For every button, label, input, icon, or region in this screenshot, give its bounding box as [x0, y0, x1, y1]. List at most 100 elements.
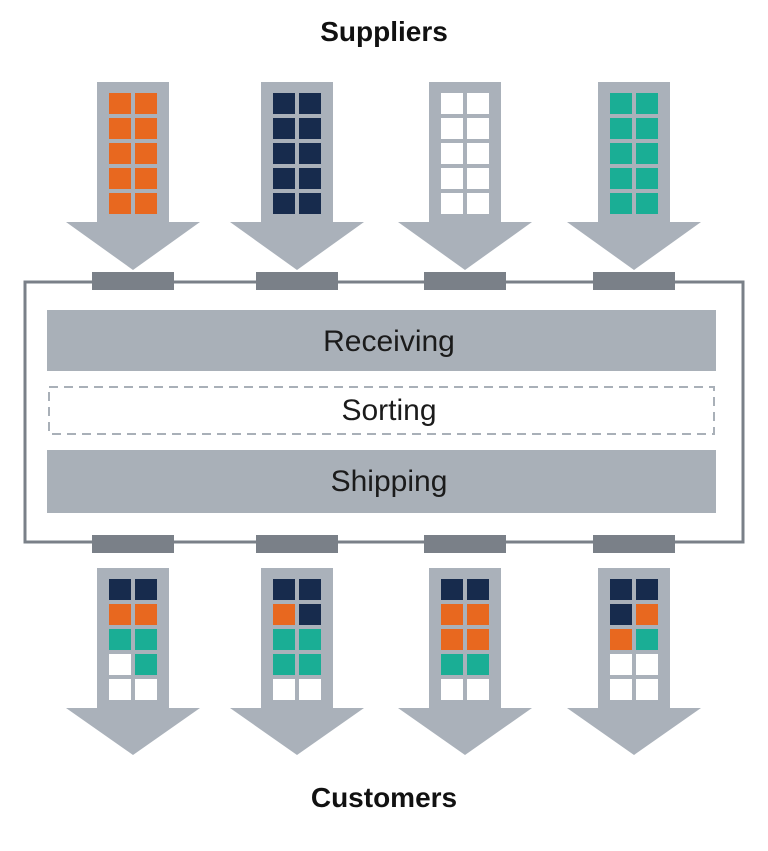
arrow-shape [66, 568, 200, 755]
crate-navy [610, 604, 632, 625]
crate-navy [109, 579, 131, 600]
crate-navy [273, 93, 295, 114]
crate-white [109, 654, 131, 675]
crate-orange [467, 604, 489, 625]
crate-white [467, 143, 489, 164]
crate-white [299, 679, 321, 700]
stage-receiving: Receiving [47, 310, 716, 371]
crate-white [135, 679, 157, 700]
crate-teal [636, 118, 658, 139]
crate-teal [636, 143, 658, 164]
crate-white [273, 679, 295, 700]
crate-orange [610, 629, 632, 650]
crate-teal [610, 143, 632, 164]
crate-orange [135, 143, 157, 164]
crate-white [610, 679, 632, 700]
crate-white [467, 193, 489, 214]
crate-teal [636, 193, 658, 214]
crate-teal [610, 193, 632, 214]
stage-shipping-label: Shipping [331, 465, 448, 498]
inbound-dock [424, 272, 506, 290]
crate-navy [299, 579, 321, 600]
crate-navy [299, 143, 321, 164]
inbound-dock [593, 272, 675, 290]
crate-teal [299, 654, 321, 675]
arrow-customer-1 [66, 568, 200, 755]
crate-white [610, 654, 632, 675]
arrow-supplier-teal [567, 82, 701, 270]
warehouse-frame [23, 280, 745, 544]
crate-orange [441, 629, 463, 650]
crate-teal [135, 629, 157, 650]
crate-teal [636, 93, 658, 114]
arrow-supplier-navy [230, 82, 364, 270]
crate-navy [273, 579, 295, 600]
crate-white [467, 93, 489, 114]
crate-orange [441, 604, 463, 625]
crate-orange [135, 168, 157, 189]
customers-label: Customers [310, 782, 458, 813]
crate-orange [135, 118, 157, 139]
arrow-shape [230, 82, 364, 270]
crate-teal [273, 629, 295, 650]
crate-white [441, 168, 463, 189]
crate-white [636, 654, 658, 675]
crate-navy [299, 118, 321, 139]
arrow-shape [398, 82, 532, 270]
crate-orange [135, 93, 157, 114]
inbound-dock [92, 272, 174, 290]
docks [92, 272, 675, 553]
crate-navy [273, 143, 295, 164]
crate-white [441, 143, 463, 164]
arrow-customer-3 [398, 568, 532, 755]
crate-navy [299, 93, 321, 114]
crate-navy [610, 579, 632, 600]
arrow-shape [230, 568, 364, 755]
arrow-shape [567, 568, 701, 755]
arrow-supplier-white [398, 82, 532, 270]
crate-teal [273, 654, 295, 675]
crate-teal [636, 629, 658, 650]
crate-white [441, 193, 463, 214]
crate-teal [135, 654, 157, 675]
arrow-shape [66, 82, 200, 270]
crate-white [467, 679, 489, 700]
crate-white [636, 679, 658, 700]
stage-sorting: Sorting [48, 386, 715, 435]
crate-navy [299, 604, 321, 625]
crate-white [441, 118, 463, 139]
outbound-dock [593, 535, 675, 553]
outbound-dock [424, 535, 506, 553]
arrow-customer-4 [567, 568, 701, 755]
crate-white [467, 118, 489, 139]
crate-navy [636, 579, 658, 600]
crate-navy [299, 168, 321, 189]
crate-orange [109, 118, 131, 139]
outbound-dock [92, 535, 174, 553]
crate-navy [273, 168, 295, 189]
crate-teal [299, 629, 321, 650]
crate-orange [109, 93, 131, 114]
arrow-supplier-orange [66, 82, 200, 270]
crate-teal [610, 93, 632, 114]
crate-white [441, 93, 463, 114]
crate-teal [636, 168, 658, 189]
crate-navy [467, 579, 489, 600]
crate-white [441, 679, 463, 700]
crate-orange [109, 604, 131, 625]
stage-sorting-label: Sorting [341, 394, 436, 427]
crate-white [109, 679, 131, 700]
crate-orange [109, 193, 131, 214]
crate-orange [135, 193, 157, 214]
inbound-arrows [66, 82, 701, 270]
crate-orange [636, 604, 658, 625]
crate-navy [273, 118, 295, 139]
inbound-dock [256, 272, 338, 290]
crate-navy [273, 193, 295, 214]
arrow-customer-2 [230, 568, 364, 755]
arrow-shape [567, 82, 701, 270]
crate-orange [467, 629, 489, 650]
crate-orange [109, 168, 131, 189]
arrow-shape [398, 568, 532, 755]
suppliers-label: Suppliers [320, 16, 448, 47]
